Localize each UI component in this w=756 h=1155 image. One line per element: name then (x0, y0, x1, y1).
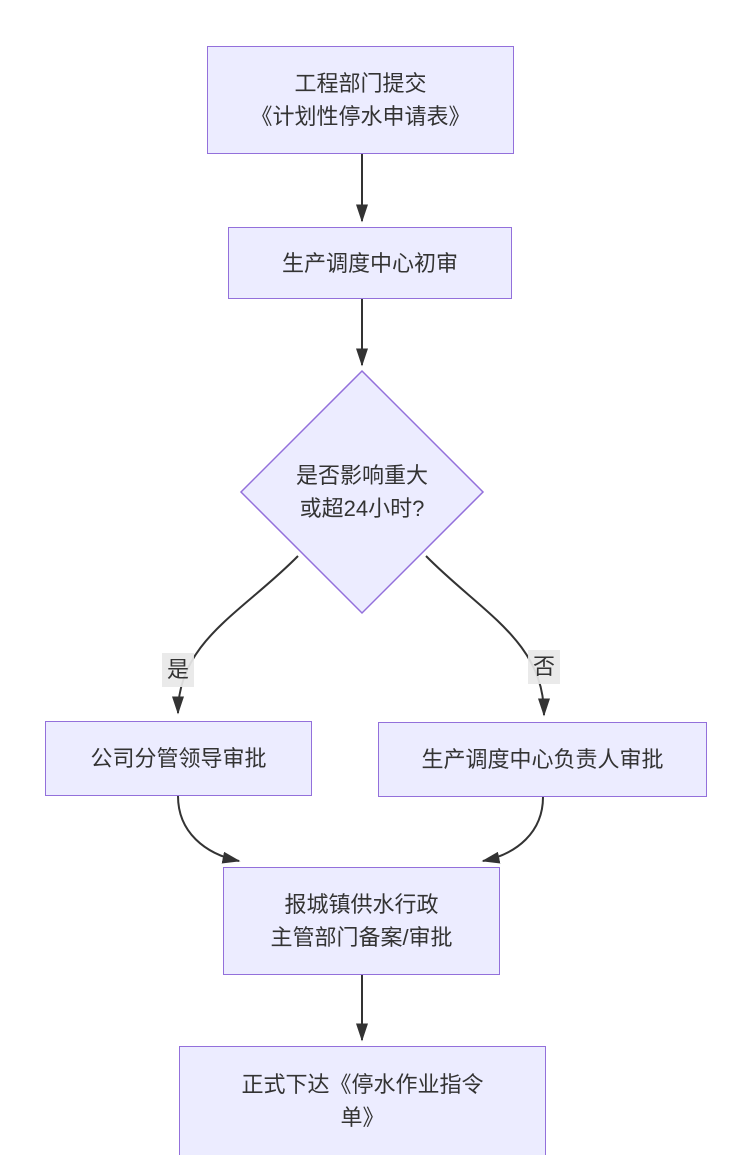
node-decision-major-impact-label: 是否影响重大 或超24小时? (295, 463, 428, 521)
node-company-leader-approval: 公司分管领导审批 (45, 721, 312, 796)
node-dispatch-center-head-approval-label: 生产调度中心负责人审批 (421, 747, 664, 772)
edge-center-head-to-filing (481, 796, 544, 864)
node-decision-major-impact: 是否影响重大 或超24小时? (252, 452, 472, 532)
edge-label-no: 否 (527, 650, 561, 684)
node-government-filing: 报城镇供水行政 主管部门备案/审批 (223, 867, 500, 975)
decision-diamond-shape (239, 369, 485, 615)
edge-decision-no (425, 555, 550, 717)
node-issue-shutdown-order-label: 正式下达《停水作业指令 单》 (241, 1072, 484, 1130)
edge-decision-yes (172, 555, 299, 715)
edge-leader-to-filing (177, 795, 241, 864)
node-submit-application-label: 工程部门提交 《计划性停水申请表》 (250, 71, 471, 129)
node-issue-shutdown-order: 正式下达《停水作业指令 单》 (179, 1046, 546, 1155)
edge-label-yes: 是 (161, 653, 195, 687)
node-dispatch-center-initial-review-label: 生产调度中心初审 (281, 250, 458, 276)
node-dispatch-center-initial-review: 生产调度中心初审 (228, 227, 512, 299)
node-dispatch-center-head-approval: 生产调度中心负责人审批 (378, 722, 707, 797)
node-company-leader-approval-label: 公司分管领导审批 (90, 746, 267, 771)
node-submit-application: 工程部门提交 《计划性停水申请表》 (207, 46, 514, 154)
node-government-filing-label: 报城镇供水行政 主管部门备案/审批 (270, 892, 453, 950)
